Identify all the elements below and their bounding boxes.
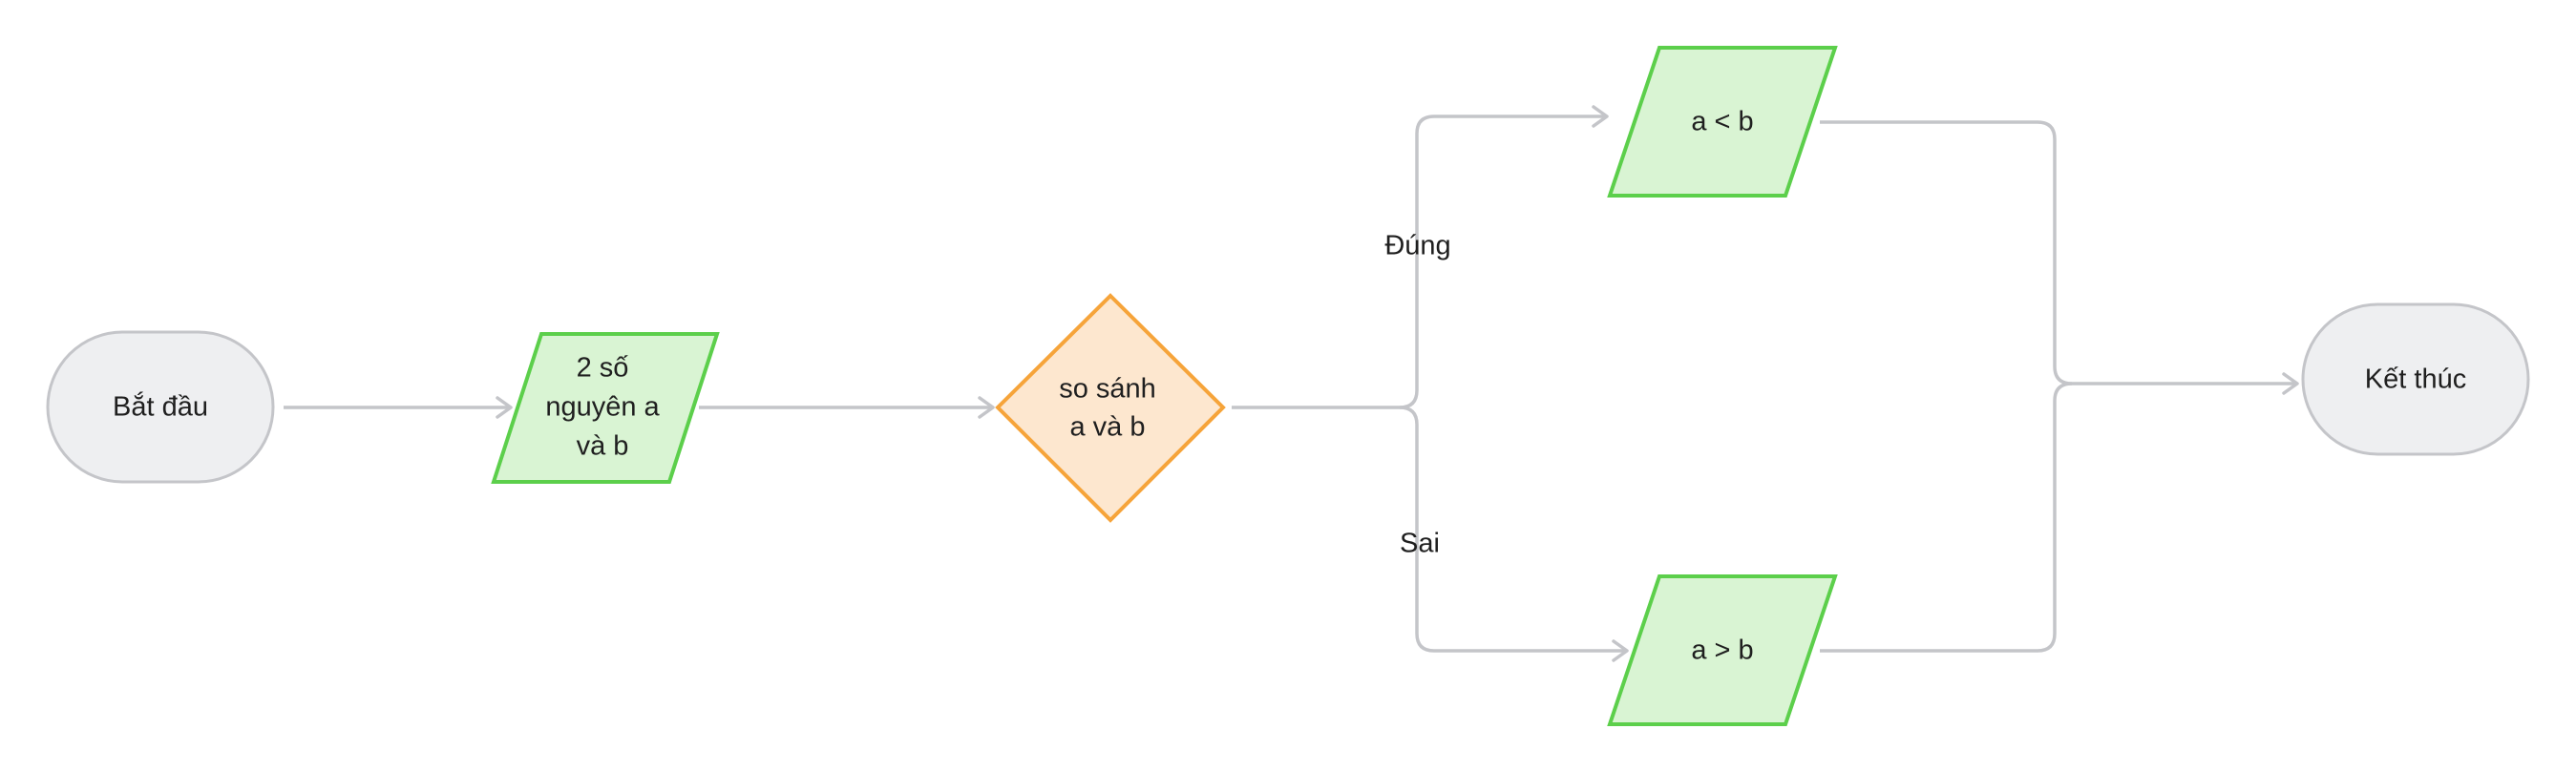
less-label: a < b	[1691, 107, 1753, 137]
arrowhead-end	[2282, 372, 2299, 395]
start-label: Bắt đầu	[113, 391, 208, 423]
arrowhead-greater	[1612, 639, 1629, 662]
greater-label: a > b	[1691, 636, 1753, 666]
edge-label-false: Sai	[1400, 529, 1440, 559]
input-label-line-3: và b	[577, 431, 629, 462]
less-node[interactable]: a < b	[1607, 46, 1838, 198]
input-node[interactable]: 2 số nguyên a và b	[491, 332, 720, 484]
greater-parallelogram-shape	[1607, 574, 1838, 726]
end-terminal-shape	[2301, 302, 2530, 456]
compare-node[interactable]: so sánh a và b	[995, 293, 1226, 523]
start-terminal-shape	[46, 330, 275, 484]
connector-compare-to-less	[1232, 115, 1607, 409]
arrowhead-less	[1592, 105, 1609, 128]
arrowhead-compare	[978, 396, 995, 419]
end-node[interactable]: Kết thúc	[2301, 302, 2530, 456]
connector-compare-to-greater	[1399, 406, 1627, 653]
start-node[interactable]: Bắt đầu	[46, 330, 275, 484]
arrowhead-input	[496, 396, 513, 419]
input-parallelogram-shape	[491, 332, 720, 484]
input-label-line-1: 2 số	[577, 353, 629, 384]
compare-label-line-2: a và b	[1070, 412, 1146, 443]
input-label-line-2: nguyên a	[545, 392, 660, 423]
connector-greater-to-end	[1820, 382, 2073, 653]
greater-node[interactable]: a > b	[1607, 574, 1838, 726]
edge-label-true: Đúng	[1384, 231, 1450, 261]
decision-diamond-shape	[995, 293, 1226, 523]
connector-less-to-end	[1820, 120, 2297, 386]
end-label: Kết thúc	[2365, 365, 2466, 395]
compare-label-line-1: so sánh	[1059, 374, 1156, 405]
less-parallelogram-shape	[1607, 46, 1838, 198]
